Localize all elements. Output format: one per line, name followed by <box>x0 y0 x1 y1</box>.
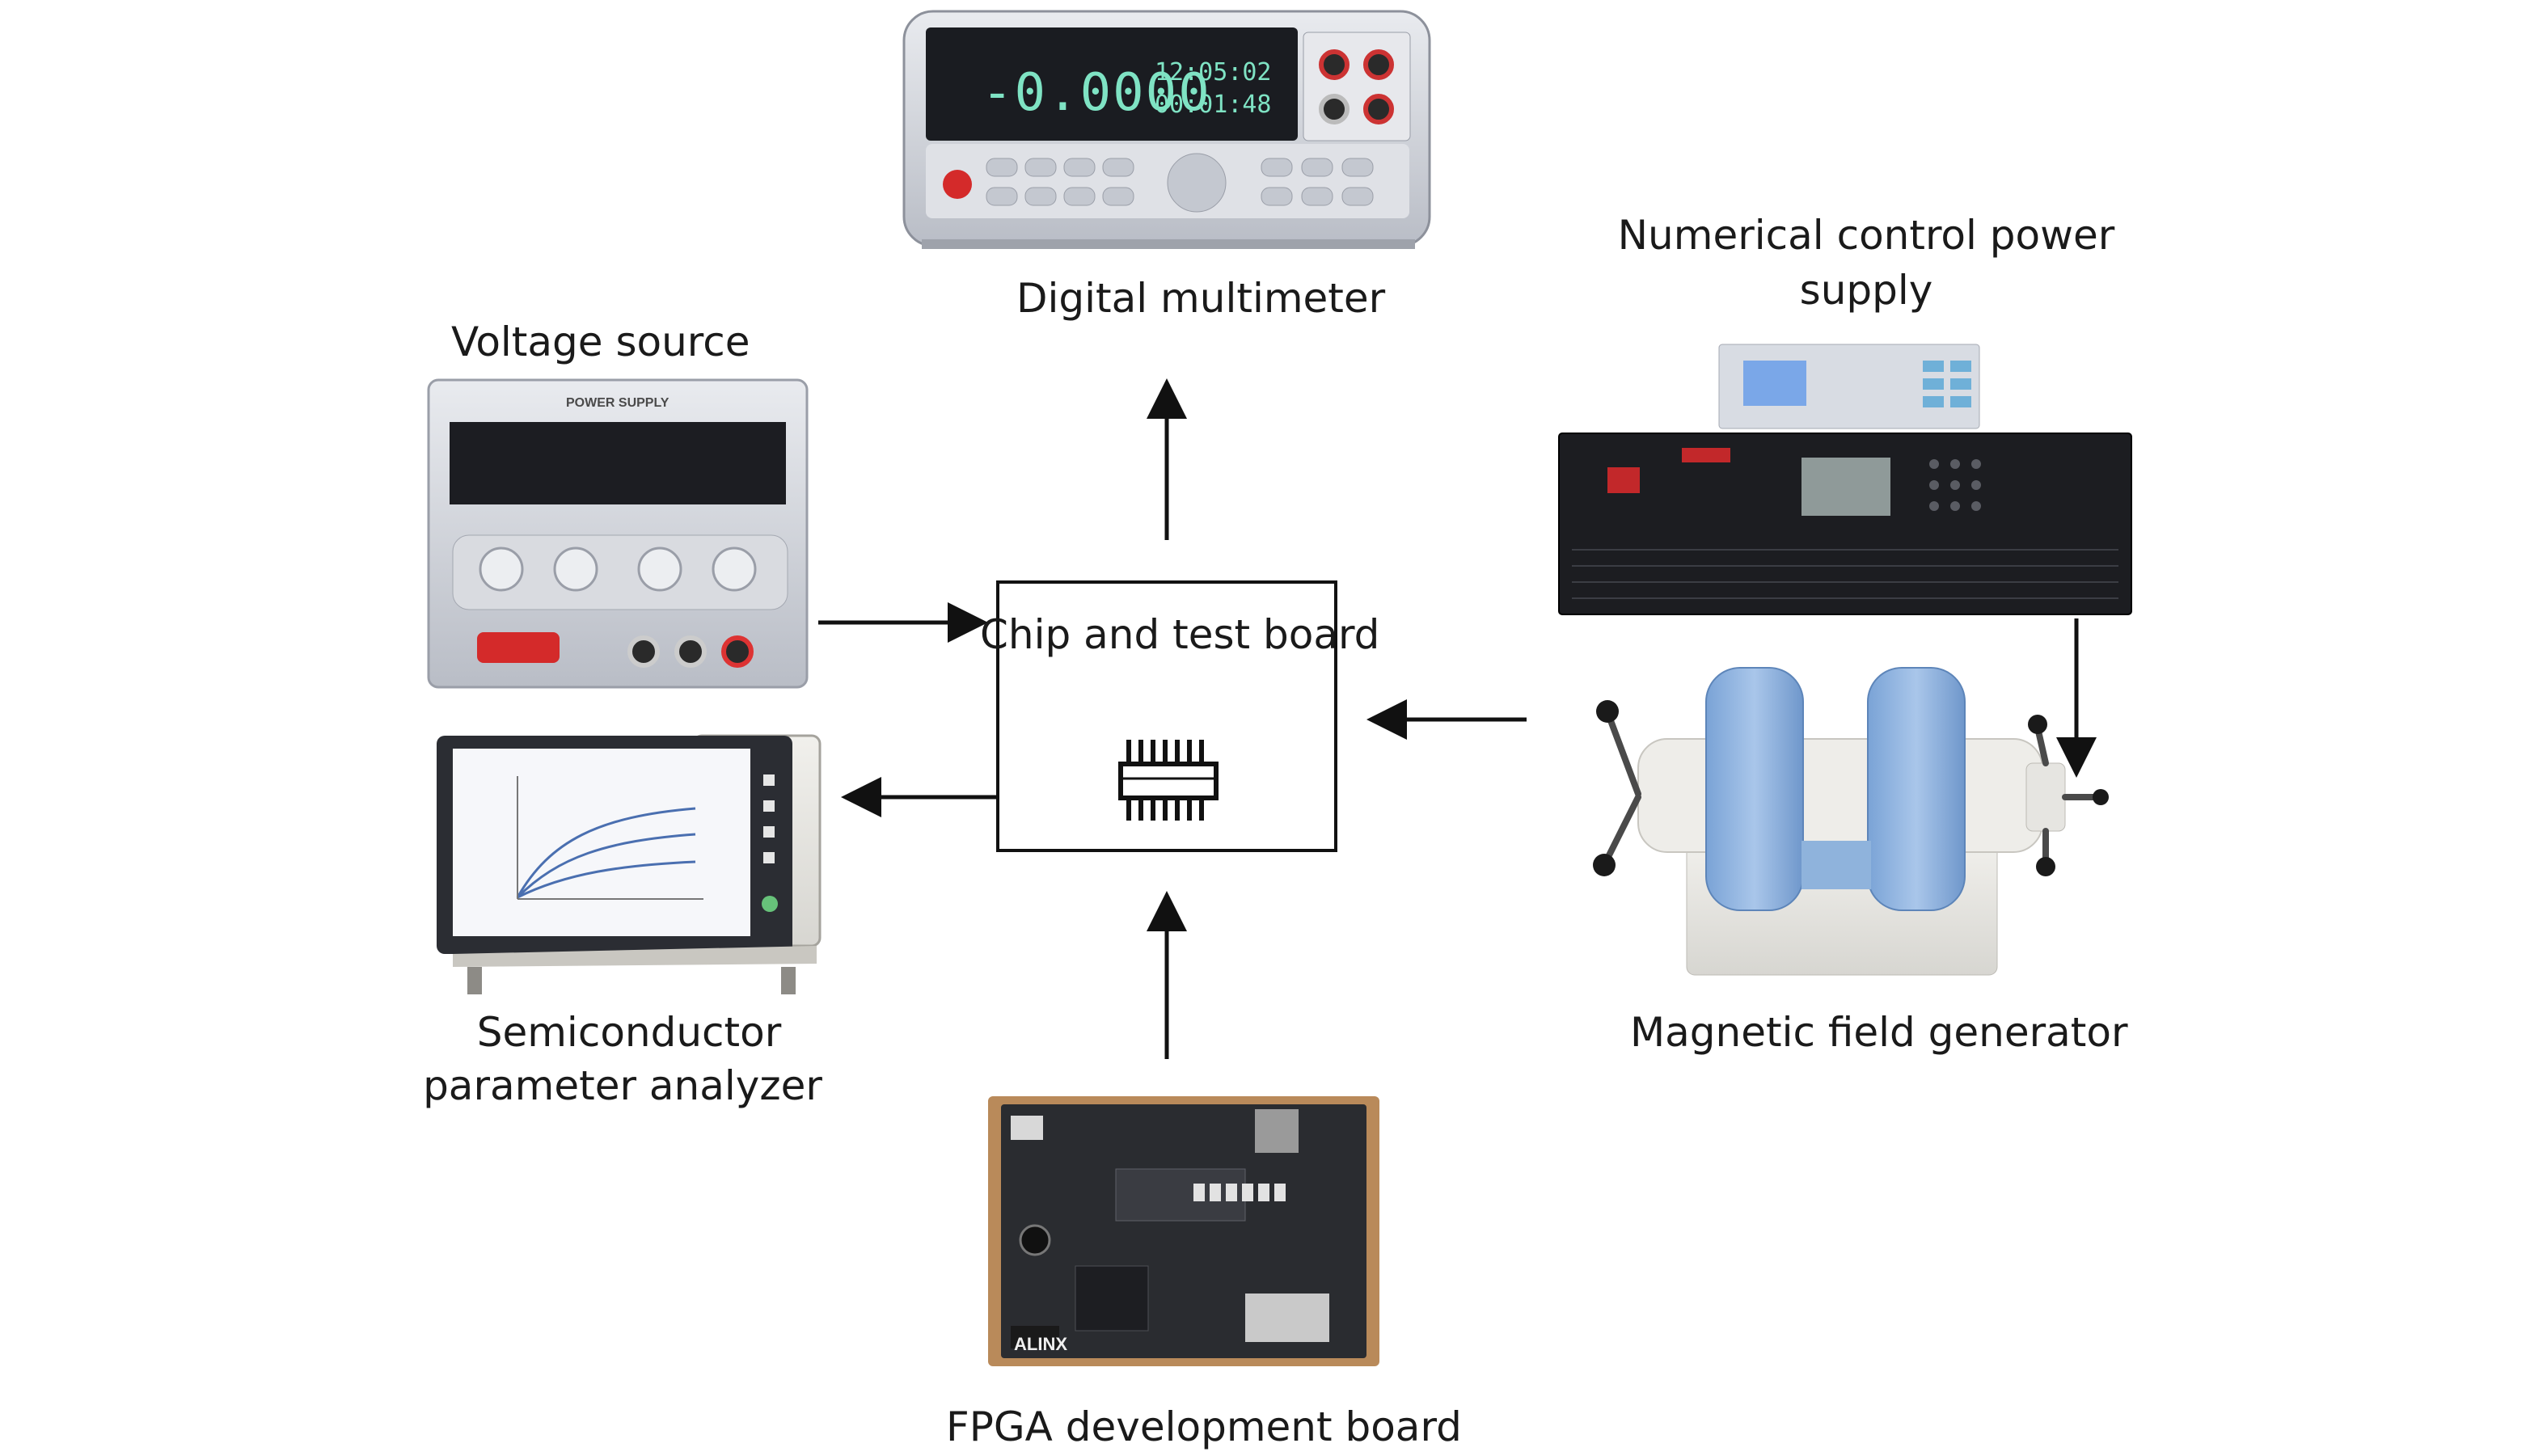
semiconductor-analyzer-device <box>437 734 822 994</box>
label-chip-board: Chip and test board <box>980 611 1380 658</box>
label-semiconductor-line2: parameter analyzer <box>423 1062 822 1109</box>
fpga-brand-text: ALINX <box>1014 1334 1067 1354</box>
fpga-development-board-device <box>988 1096 1379 1366</box>
voltage-source-panel-text: POWER SUPPLY <box>566 396 669 410</box>
label-magnetic-field-generator: Magnetic field generator <box>1630 1009 2128 1056</box>
voltage-source-device <box>427 378 809 689</box>
multimeter-readout-time: 12:05:02 <box>1155 58 1272 87</box>
chip-icon <box>1118 740 1219 821</box>
label-digital-multimeter: Digital multimeter <box>1016 275 1386 322</box>
digital-multimeter-device <box>902 10 1431 249</box>
label-semiconductor-line1: Semiconductor <box>476 1009 782 1056</box>
label-numerical-control-line2: supply <box>1799 267 1933 314</box>
numerical-control-power-supply-device <box>1558 344 2132 615</box>
label-numerical-control-line1: Numerical control power <box>1617 212 2115 259</box>
label-voltage-source: Voltage source <box>451 319 750 365</box>
multimeter-readout-main: -0.0000 <box>982 63 1211 123</box>
label-fpga-board: FPGA development board <box>946 1403 1462 1450</box>
magnetic-field-generator-device <box>1593 667 2109 976</box>
multimeter-readout-small: 00:01:48 <box>1155 91 1272 119</box>
